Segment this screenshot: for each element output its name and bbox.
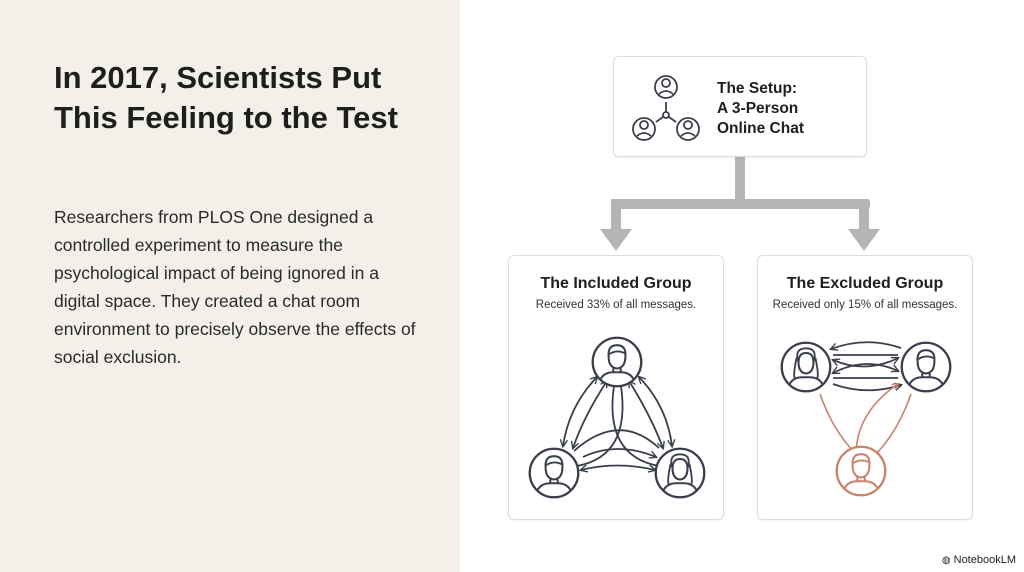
excluded-person-icon — [835, 445, 887, 497]
left-panel: In 2017, Scientists Put This Feeling to … — [0, 0, 460, 572]
included-subtitle: Received 33% of all messages. — [535, 299, 697, 311]
brand-label: NotebookLM — [953, 554, 1016, 566]
group-chat-icon — [632, 75, 700, 141]
slide-body: Researchers from PLOS One designed a con… — [54, 207, 416, 367]
setup-line-1: The Setup: — [717, 80, 798, 97]
person-icon-left — [528, 447, 580, 499]
notebooklm-logo-icon: ◍ — [941, 554, 951, 566]
included-title: The Included Group — [540, 275, 692, 292]
included-group-card: The Included Group Received 33% of all m… — [508, 255, 724, 520]
setup-card: The Setup: A 3-Person Online Chat — [613, 56, 867, 157]
excluded-network — [780, 341, 952, 497]
included-network — [528, 336, 706, 499]
excluded-group-card: The Excluded Group Received only 15% of … — [757, 255, 973, 520]
setup-label: The Setup: A 3-Person Online Chat — [717, 79, 804, 139]
connector-arrows — [600, 157, 880, 251]
person-icon-right — [654, 447, 706, 499]
person-icon-top — [591, 336, 643, 388]
setup-line-3: Online Chat — [717, 120, 804, 137]
brand-watermark: ◍ NotebookLM — [942, 554, 1016, 566]
slide-title: In 2017, Scientists Put This Feeling to … — [54, 60, 398, 135]
excluded-subtitle: Received only 15% of all messages. — [772, 299, 958, 311]
excluded-title: The Excluded Group — [786, 275, 944, 292]
person-icon-left — [780, 341, 832, 393]
setup-line-2: A 3-Person — [717, 100, 799, 117]
person-icon-right — [900, 341, 952, 393]
